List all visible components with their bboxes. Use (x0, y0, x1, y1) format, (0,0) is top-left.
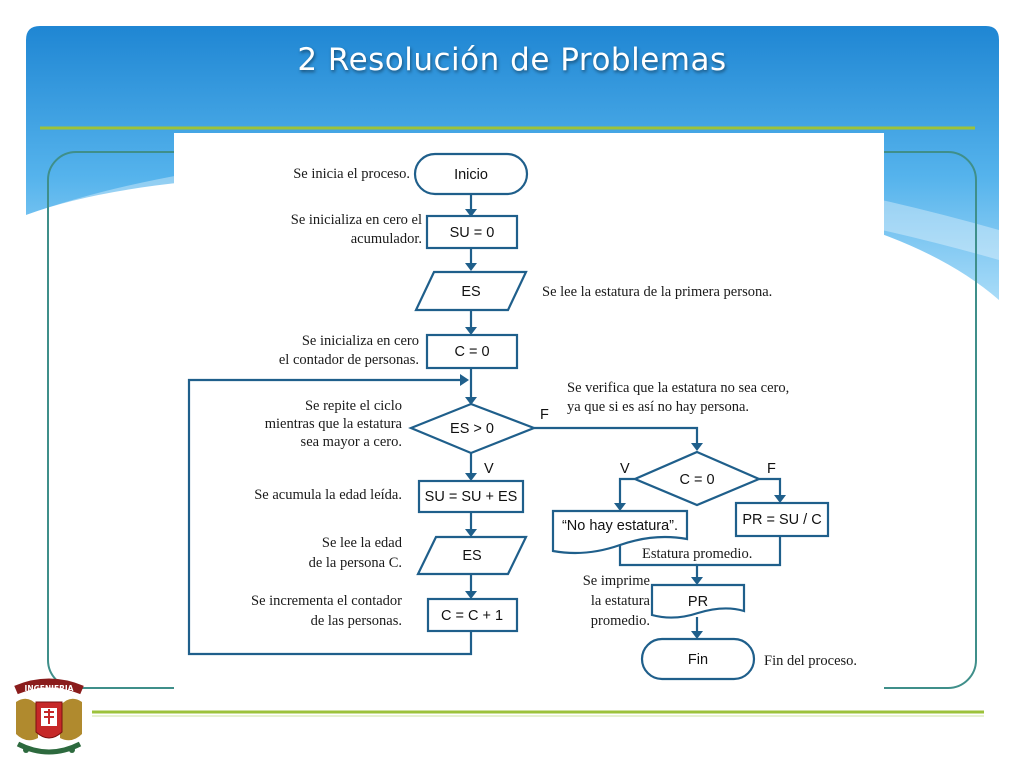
logo-text: INGENIERIA (25, 684, 74, 693)
annotation-print-3: promedio. (591, 613, 650, 629)
annotation-increment-1: Se incrementa el contador (251, 593, 402, 609)
end-terminal (640, 637, 756, 681)
annotation-init-acc-1: Se inicializa en cero el (291, 212, 422, 228)
annotation-init-counter-2: el contador de personas. (279, 352, 419, 368)
annotation-print-2: la estatura (591, 593, 651, 609)
read-next-label: ES (462, 548, 481, 564)
annotation-verify-1: Se verifica que la estatura no sea cero, (567, 380, 789, 396)
annotation-read-height: Se lee la estatura de la primera persona… (542, 284, 772, 300)
init-counter-label: C = 0 (454, 344, 489, 360)
print-average-document (650, 583, 746, 619)
annotation-end: Fin del proceso. (764, 653, 857, 669)
branch-label-es-false: F (540, 407, 549, 423)
branch-label-es-true: V (484, 461, 494, 477)
annotation-repeat-2: mientras que la estatura (265, 416, 403, 432)
annotation-accumulate: Se acumula la edad leída. (254, 487, 402, 503)
start-label: Inicio (454, 167, 488, 183)
height-condition-label: ES > 0 (450, 421, 494, 437)
annotation-repeat-3: sea mayor a cero. (301, 434, 402, 450)
annotation-average-title: Estatura promedio. (642, 546, 752, 562)
annotation-verify-2: ya que si es así no hay persona. (567, 399, 749, 415)
increment-counter-box (426, 597, 519, 633)
branch-label-c-false: F (767, 461, 776, 477)
init-accumulator-label: SU = 0 (450, 225, 495, 241)
read-height-label: ES (461, 284, 480, 300)
count-condition-diamond (632, 450, 762, 507)
annotation-increment-2: de las personas. (311, 613, 402, 629)
accumulate-label: SU = SU + ES (425, 489, 518, 505)
annotation-init-acc-2: acumulador. (351, 231, 422, 247)
init-accumulator-box (425, 214, 519, 250)
branch-label-c-true: V (620, 461, 630, 477)
print-average-label: PR (688, 594, 708, 610)
increment-counter-label: C = C + 1 (441, 608, 503, 624)
connectors (187, 195, 786, 656)
flowchart-panel: Inicio SU = 0 ES C = 0 ES > 0 SU = SU + … (174, 133, 884, 689)
annotation-read-next-1: Se lee la edad (322, 535, 403, 551)
annotation-repeat-1: Se repite el ciclo (305, 398, 402, 414)
start-terminal (413, 152, 529, 196)
read-next-parallelogram (416, 535, 528, 576)
flowchart: Inicio SU = 0 ES C = 0 ES > 0 SU = SU + … (187, 152, 857, 681)
count-condition-label: C = 0 (679, 472, 714, 488)
read-height-parallelogram (414, 270, 528, 312)
slide-title: 2 Resolución de Problemas (297, 42, 727, 78)
annotation-init-counter-1: Se inicializa en cero (302, 333, 419, 349)
annotation-start: Se inicia el proceso. (293, 166, 410, 182)
accumulate-box (417, 479, 525, 514)
height-condition-diamond (408, 402, 538, 455)
annotation-print-1: Se imprime (583, 573, 650, 589)
no-height-document (551, 509, 689, 555)
no-height-label: “No hay estatura”. (562, 518, 678, 534)
end-label: Fin (688, 652, 708, 668)
average-box (734, 501, 830, 538)
average-label: PR = SU / C (742, 512, 821, 528)
annotation-read-next-2: de la persona C. (309, 555, 402, 571)
init-counter-box (425, 333, 519, 370)
ingenieria-logo: INGENIERIA (14, 678, 84, 755)
